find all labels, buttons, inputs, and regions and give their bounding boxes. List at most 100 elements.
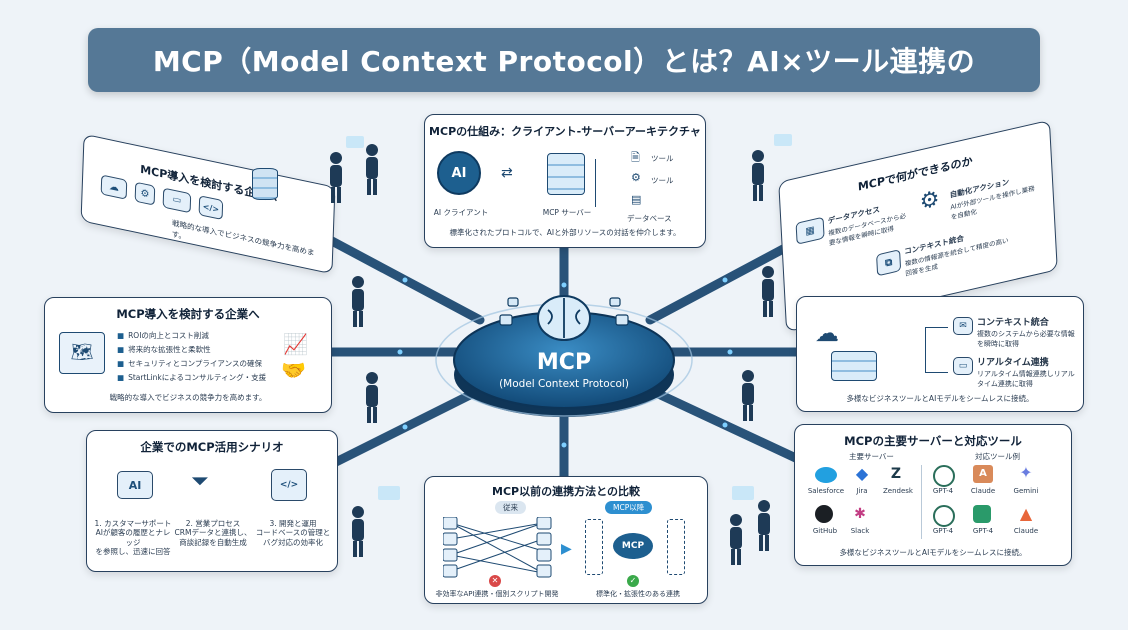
cloud-icon: ☁ — [100, 174, 128, 200]
comparison-card: MCP以前の連携方法との比較 従来 MCP以降 ▶ MCP ✕ ✓ 非効率なAP… — [424, 476, 708, 604]
gear-icon: ⚙ — [134, 181, 156, 206]
realtime-text: リアルタイム情報連携しリアルタイム連携に取得 — [977, 370, 1075, 388]
after-nodes-right — [667, 519, 685, 575]
map-icon: 🗺 — [59, 332, 105, 374]
tool-icon-2: ⚙ — [631, 171, 641, 184]
servers-subheading: 主要サーバー — [849, 452, 894, 461]
mid-left-heading: MCP導入を検討する企業へ — [116, 307, 260, 321]
brain-icon — [537, 295, 591, 341]
bullet-item: ■セキュリティとコンプライアンスの確保 — [117, 359, 262, 368]
browser-window-icon: ▭ — [162, 187, 192, 214]
handshake-icon: 🤝 — [281, 358, 306, 382]
servers-caption: 多様なビジネスツールとAIモデルをシームレスに接続。 — [839, 548, 1027, 557]
server-github: GitHub — [812, 527, 838, 535]
arrow-right-icon: ▶ — [561, 541, 572, 557]
cross-icon: ✕ — [489, 575, 501, 587]
tool-label-2: ツール — [651, 176, 674, 185]
automation-gear-icon: ⚙ — [919, 186, 941, 216]
gemini-logo-icon: ✦ — [1019, 463, 1033, 482]
chat-icon: ✉ — [953, 317, 973, 335]
database-label: データベース — [627, 214, 672, 223]
tool-claude-2: Claude — [1013, 527, 1039, 535]
ai-chat-icon: AI — [117, 471, 153, 499]
after-nodes-left — [585, 519, 603, 575]
bullet-item: ■将来的な拡張性と柔軟性 — [117, 345, 211, 354]
server-zendesk: Zendesk — [883, 487, 913, 495]
data-access-icon: ▦ — [795, 216, 825, 245]
before-tag: 従来 — [495, 501, 526, 514]
growth-chart-icon: 📈 — [283, 332, 308, 356]
comparison-heading: MCP以前の連携方法との比較 — [492, 485, 640, 498]
context-integration-title: コンテキスト統合 — [977, 318, 1049, 328]
title-banner: MCP（Model Context Protocol）とは？AI×ツール連携の — [88, 28, 1040, 92]
tool-gemini: Gemini — [1013, 487, 1039, 495]
mcp-server-icon — [547, 153, 585, 195]
mid-left-caption: 戦略的な導入でビジネスの競争力を高めます。 — [109, 393, 267, 402]
architecture-card: MCPの仕組み：クライアント-サーバーアーキテクチャ AI AI クライアント … — [424, 114, 706, 248]
jira-logo-icon: ◆ — [855, 464, 869, 483]
server-jira: Jira — [856, 487, 868, 495]
zendesk-logo-icon: Z — [890, 466, 902, 482]
claude-logo-icon-2: ▲ — [1019, 504, 1033, 523]
hub-subtitle: (Model Context Protocol) — [499, 378, 629, 390]
server-slack: Slack — [850, 527, 870, 535]
tool-label-1: ツール — [651, 154, 674, 163]
funnel-icon: ⏷ — [191, 469, 209, 494]
bullet-item: ■StartLinkによるコンサルティング・支援 — [117, 373, 267, 382]
architecture-heading: MCPの仕組み：クライアント-サーバーアーキテクチャ — [429, 125, 701, 138]
mcp-server-label: MCP サーバー — [542, 208, 592, 217]
context-icon: ⧉ — [876, 249, 902, 277]
ai-client-label: AI クライアント — [433, 208, 489, 217]
mid-right-branch — [925, 327, 948, 373]
slack-logo-icon: ✱ — [854, 506, 866, 522]
context-integration-text: 複数のシステムから必要な情報を瞬時に取得 — [977, 330, 1075, 348]
server-salesforce: Salesforce — [807, 487, 845, 495]
mid-right-caption: 多様なビジネスツールとAIモデルをシームレスに接続。 — [846, 394, 1034, 403]
code-editor-icon: </> — [271, 469, 307, 501]
code-icon: </> — [198, 195, 224, 221]
servers-divider — [921, 465, 922, 539]
hub-title: MCP — [536, 350, 592, 375]
tool-icon-1: 🗎 — [631, 151, 640, 164]
scenario-heading: 企業でのMCP活用シナリオ — [140, 440, 284, 454]
page-title: MCP（Model Context Protocol）とは？AI×ツール連携の — [152, 45, 976, 78]
before-caption: 非効率なAPI連携・個別スクリプト開発 — [435, 590, 559, 598]
realtime-title: リアルタイム連携 — [977, 358, 1049, 368]
architecture-caption: 標準化されたプロトコルで、AIと外部リソースの対話を仲介します。 — [449, 228, 681, 237]
database-icon: ▤ — [631, 193, 642, 206]
tool-claude-1: Claude — [970, 487, 996, 495]
openai-logo-icon — [933, 465, 955, 487]
scenario-item-3: 3. 開発と運用コードベースの管理とバグ対応の効率化 — [255, 519, 331, 547]
openai-logo-icon-2 — [933, 505, 955, 527]
mesh-diagram — [443, 517, 552, 578]
tool-gpt4-2: GPT-4 — [932, 527, 954, 535]
check-icon: ✓ — [627, 575, 639, 587]
bullet-item: ■ROIの向上とコスト削減 — [117, 331, 209, 340]
servers-card: MCPの主要サーバーと対応ツール 主要サーバー 対応ツール例 Salesforc… — [794, 424, 1072, 566]
server-box-icon — [831, 351, 877, 381]
monitor-icon: ▭ — [953, 357, 973, 375]
tools-subheading: 対応ツール例 — [975, 452, 1020, 461]
after-tag: MCP以降 — [605, 501, 653, 514]
tool-gpt4-3: GPT-4 — [972, 527, 994, 535]
cloud-network-icon: ☁ — [815, 319, 839, 347]
mcp-hub-mini: MCP — [613, 533, 653, 559]
claude-logo-icon: A — [973, 465, 993, 483]
after-caption: 標準化・拡張性のある連携 — [596, 590, 680, 598]
tool-gpt4-1: GPT-4 — [932, 487, 954, 495]
exchange-arrows-icon: ⇄ — [501, 165, 513, 181]
database-stack-icon — [252, 168, 278, 200]
branch-lines — [595, 159, 626, 207]
openai-logo-icon-3 — [973, 505, 991, 523]
ai-client-icon: AI — [437, 151, 481, 195]
mid-right-card: ☁ ✉ コンテキスト統合 複数のシステムから必要な情報を瞬時に取得 ▭ リアルタ… — [796, 296, 1084, 412]
servers-heading: MCPの主要サーバーと対応ツール — [844, 434, 1022, 448]
mid-left-card: MCP導入を検討する企業へ 🗺 ■ROIの向上とコスト削減 ■将来的な拡張性と柔… — [44, 297, 332, 413]
github-logo-icon — [815, 505, 833, 523]
salesforce-logo-icon — [815, 467, 837, 483]
